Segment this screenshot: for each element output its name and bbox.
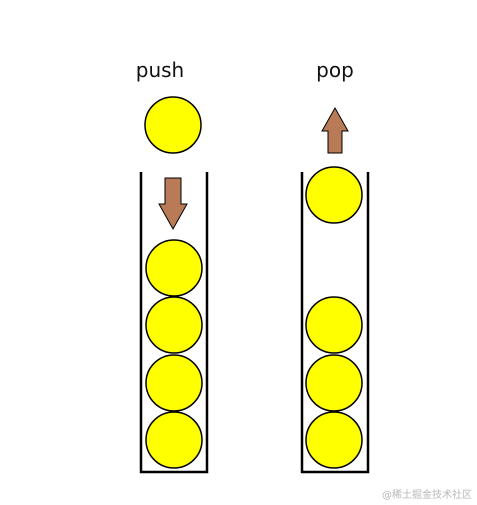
pop-up-arrow-icon xyxy=(321,106,349,154)
push-stack-container xyxy=(139,172,209,474)
ball-icon xyxy=(305,354,363,412)
watermark: @稀土掘金技术社区 xyxy=(382,488,472,501)
ball-icon xyxy=(145,354,203,412)
pop-stack-container xyxy=(300,172,370,474)
ball-icon xyxy=(305,411,363,469)
popping-ball-icon xyxy=(305,166,363,224)
pop-stacked-balls xyxy=(305,296,363,469)
push-down-arrow-icon xyxy=(158,177,188,231)
ball-icon xyxy=(145,239,203,297)
push-label: push xyxy=(136,58,184,82)
incoming-ball-icon xyxy=(144,96,202,154)
push-stacked-balls xyxy=(145,239,203,469)
ball-icon xyxy=(145,411,203,469)
ball-icon xyxy=(305,296,363,354)
ball-icon xyxy=(145,296,203,354)
pop-label: pop xyxy=(316,58,354,82)
